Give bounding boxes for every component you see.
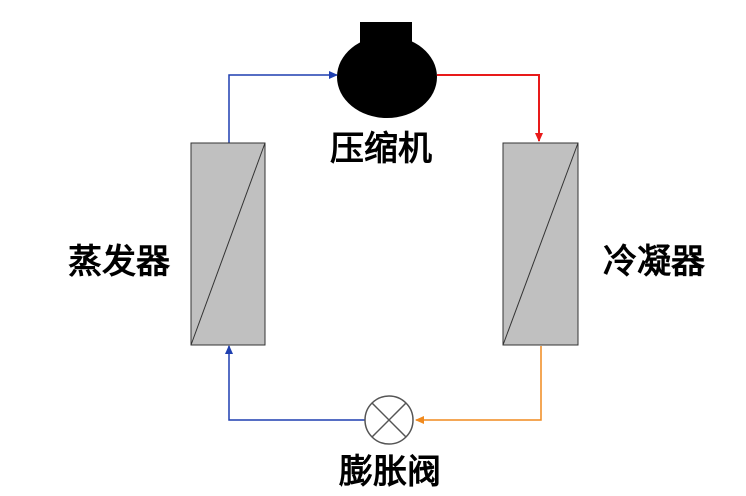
condenser-label: 冷凝器 <box>603 242 706 282</box>
pipe-compressor-to-condenser <box>437 74 543 142</box>
expansion-valve <box>364 395 414 445</box>
evaporator-label: 蒸发器 <box>68 242 171 282</box>
condenser <box>502 142 579 346</box>
pipe-valve-to-evaporator <box>225 345 365 421</box>
pipe-evaporator-to-compressor <box>228 71 338 143</box>
compressor <box>337 22 437 118</box>
evaporator <box>190 142 266 346</box>
expansion-valve-label: 膨胀阀 <box>338 452 441 492</box>
valve-cross-b <box>371 402 407 438</box>
compressor-body <box>337 36 437 118</box>
compressor-label: 压缩机 <box>330 129 432 169</box>
evaporator-diagonal <box>190 142 266 346</box>
pipe-condenser-to-valve <box>415 346 542 424</box>
condenser-diagonal <box>502 142 579 346</box>
